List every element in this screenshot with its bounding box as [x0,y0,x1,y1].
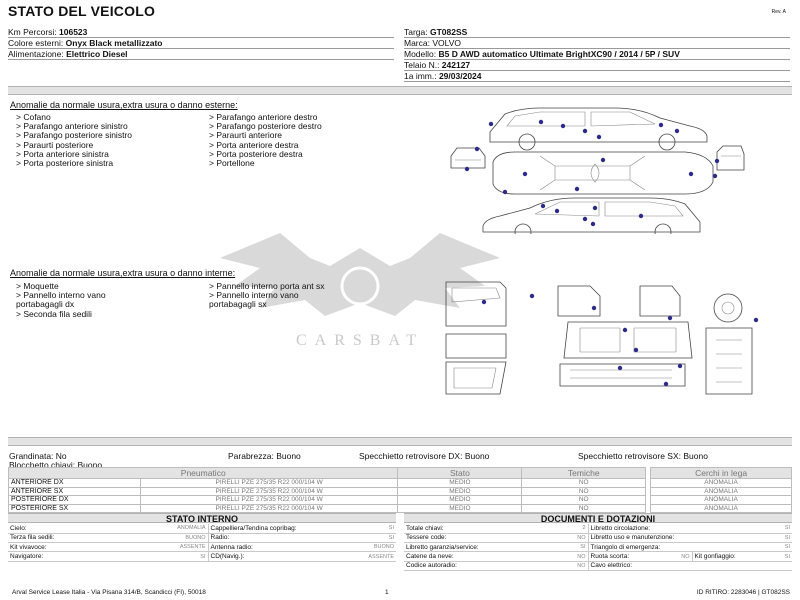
interior-damage-markers [481,293,759,387]
damage-marker [677,363,683,369]
damage-marker [582,216,588,222]
internal-damage-list-1: > Moquette> Pannello interno vano portab… [16,281,106,319]
tyres-header-row: Pneumatico Stato Temiche Cerchi in lega [7,467,792,479]
damage-marker [638,213,644,219]
exterior-damage-markers [464,119,720,227]
watermark-text: CARSBAT [296,332,424,349]
interior-car-diagram [445,281,759,395]
damage-marker [529,293,535,299]
damage-marker [590,221,596,227]
damage-marker [600,157,606,163]
state-header: Stato [397,467,523,479]
fuel-row: Alimentazione: Elettrico Diesel [8,49,394,60]
brand-row: Marca: VOLVO [404,38,790,49]
damage-marker [574,186,580,192]
internal-state-title: STATO INTERNO [8,513,396,524]
damage-marker [617,365,623,371]
damage-marker [714,158,720,164]
colour-row: Colore esterni: Onyx Black metallizzato [8,38,394,49]
chassis-row: Telaio N.: 242127 [404,60,790,71]
tyre-header: Pneumatico [7,467,399,479]
tyres-table: Pneumatico Stato Temiche Cerchi in lega … [7,467,792,513]
damage-marker [622,327,628,333]
footer-ritiro-id: ID RITIRO: 2283046 | GT082SS [696,589,790,596]
damage-marker [481,299,487,305]
plate-row: Targa: GT082SS [404,27,790,38]
windscreen-status: Parabrezza: Buono [228,451,301,461]
damage-marker [592,205,598,211]
damage-marker [502,189,508,195]
internal-damage-title: Anomalie da normale usura,extra usura o … [10,268,236,278]
rims-header: Cerchi in lega [650,467,792,479]
exterior-car-diagram [450,107,745,234]
external-damage-list-2: > Parafango anteriore destro> Parafango … [209,112,322,169]
damage-marker [596,134,602,140]
damage-marker [474,146,480,152]
carsbat-watermark: CARSBAT [220,233,500,349]
documents-title: DOCUMENTI E DOTAZIONI [404,513,792,524]
damage-marker [674,128,680,134]
damage-marker [688,171,694,177]
footer-company: Arval Service Lease Italia - Via Pisana … [12,589,206,596]
damage-marker [753,317,759,323]
section-separator [8,437,792,446]
damage-marker [712,173,718,179]
damage-marker [522,171,528,177]
vehicle-info-right: Targa: GT082SS Marca: VOLVO Modello: B5 … [404,27,790,82]
key-block-status: Blocchetto chiavi: Buono [9,460,103,470]
revision-label: Rev. A [771,9,786,15]
damage-marker [667,315,673,321]
damage-marker [663,381,669,387]
damage-marker [540,203,546,209]
mirror-dx-status: Specchietto retrovisore DX: Buono [359,451,490,461]
damage-marker [560,123,566,129]
damage-marker [554,208,560,214]
damage-marker [658,122,664,128]
external-damage-title: Anomalie da normale usura,extra usura o … [10,100,238,110]
damage-marker [633,347,639,353]
page-title: STATO DEL VEICOLO [8,3,156,19]
vehicle-info-left: Km Percorsi: 106523 Colore esterni: Onyx… [8,27,394,60]
external-damage-list-1: > Cofano> Parafango anteriore sinistro> … [16,112,132,169]
damage-marker [582,128,588,134]
damage-marker [488,121,494,127]
damage-marker [464,166,470,172]
damage-marker [538,119,544,125]
registration-row: 1a imm.: 29/03/2024 [404,71,790,82]
footer-page-number: 1 [385,589,389,596]
km-row: Km Percorsi: 106523 [8,27,394,38]
model-row: Modello: B5 D AWD automatico Ultimate Br… [404,49,790,60]
temiche-header: Temiche [521,467,647,479]
mirror-sx-status: Specchietto retrovisore SX: Buono [578,451,708,461]
hail-status: Grandinata: No [9,451,67,461]
damage-marker [591,305,597,311]
section-separator [8,86,792,95]
internal-damage-list-2: > Pannello interno porta ant sx> Pannell… [209,281,325,310]
